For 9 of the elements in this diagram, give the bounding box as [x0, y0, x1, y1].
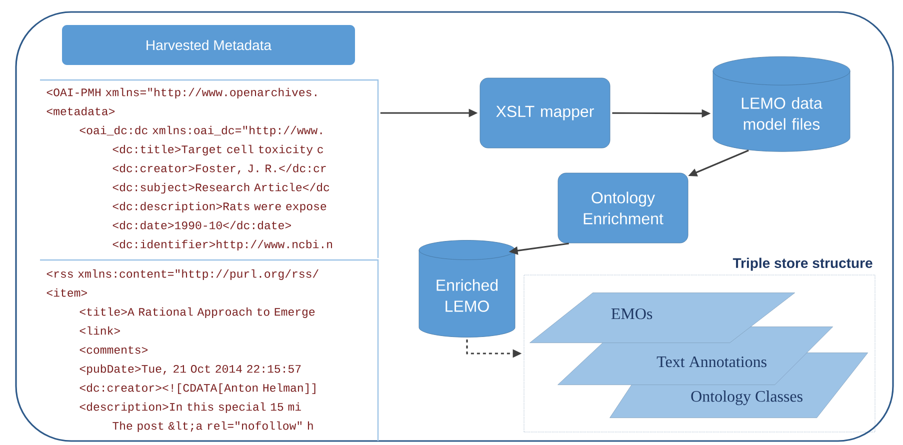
node-label: Triple store structure: [732, 258, 872, 271]
process-box: XSLT mapper: [480, 78, 610, 148]
database-cylinder: Enriched LEMO: [418, 240, 516, 338]
database-cylinder: LEMO data model files: [712, 56, 850, 152]
process-box: Ontology Enrichment: [558, 172, 688, 244]
code-panel: <rss xmlns:content="http://purl.org/rss/ <item> <title>A Rational Approach to Emerge <link> <comments> <pubDate>Tue, 21 Oct 2014 22:15:57 <dc:creator><![CDATA[Anton Helman]] <description>In this special 15 mi The post &lt;a rel="nofollow" h: [40, 259, 379, 441]
heading-box: Harvested Metadata: [62, 25, 355, 65]
code-panel: <OAI-PMH xmlns="http://www.openarchives. <metadata> <oai_dc:dc xmlns:oai_dc="http://www. <dc:title>Target cell toxicity c <dc:creator>Foster, J. R.</dc:cr <dc:subject>Research Article</dc <dc:description>Rats were expose <dc:date>1990-10</dc:date> <dc:identifier>http://www.ncbi.n: [40, 79, 379, 258]
layer-plane: EMOs: [530, 292, 795, 343]
